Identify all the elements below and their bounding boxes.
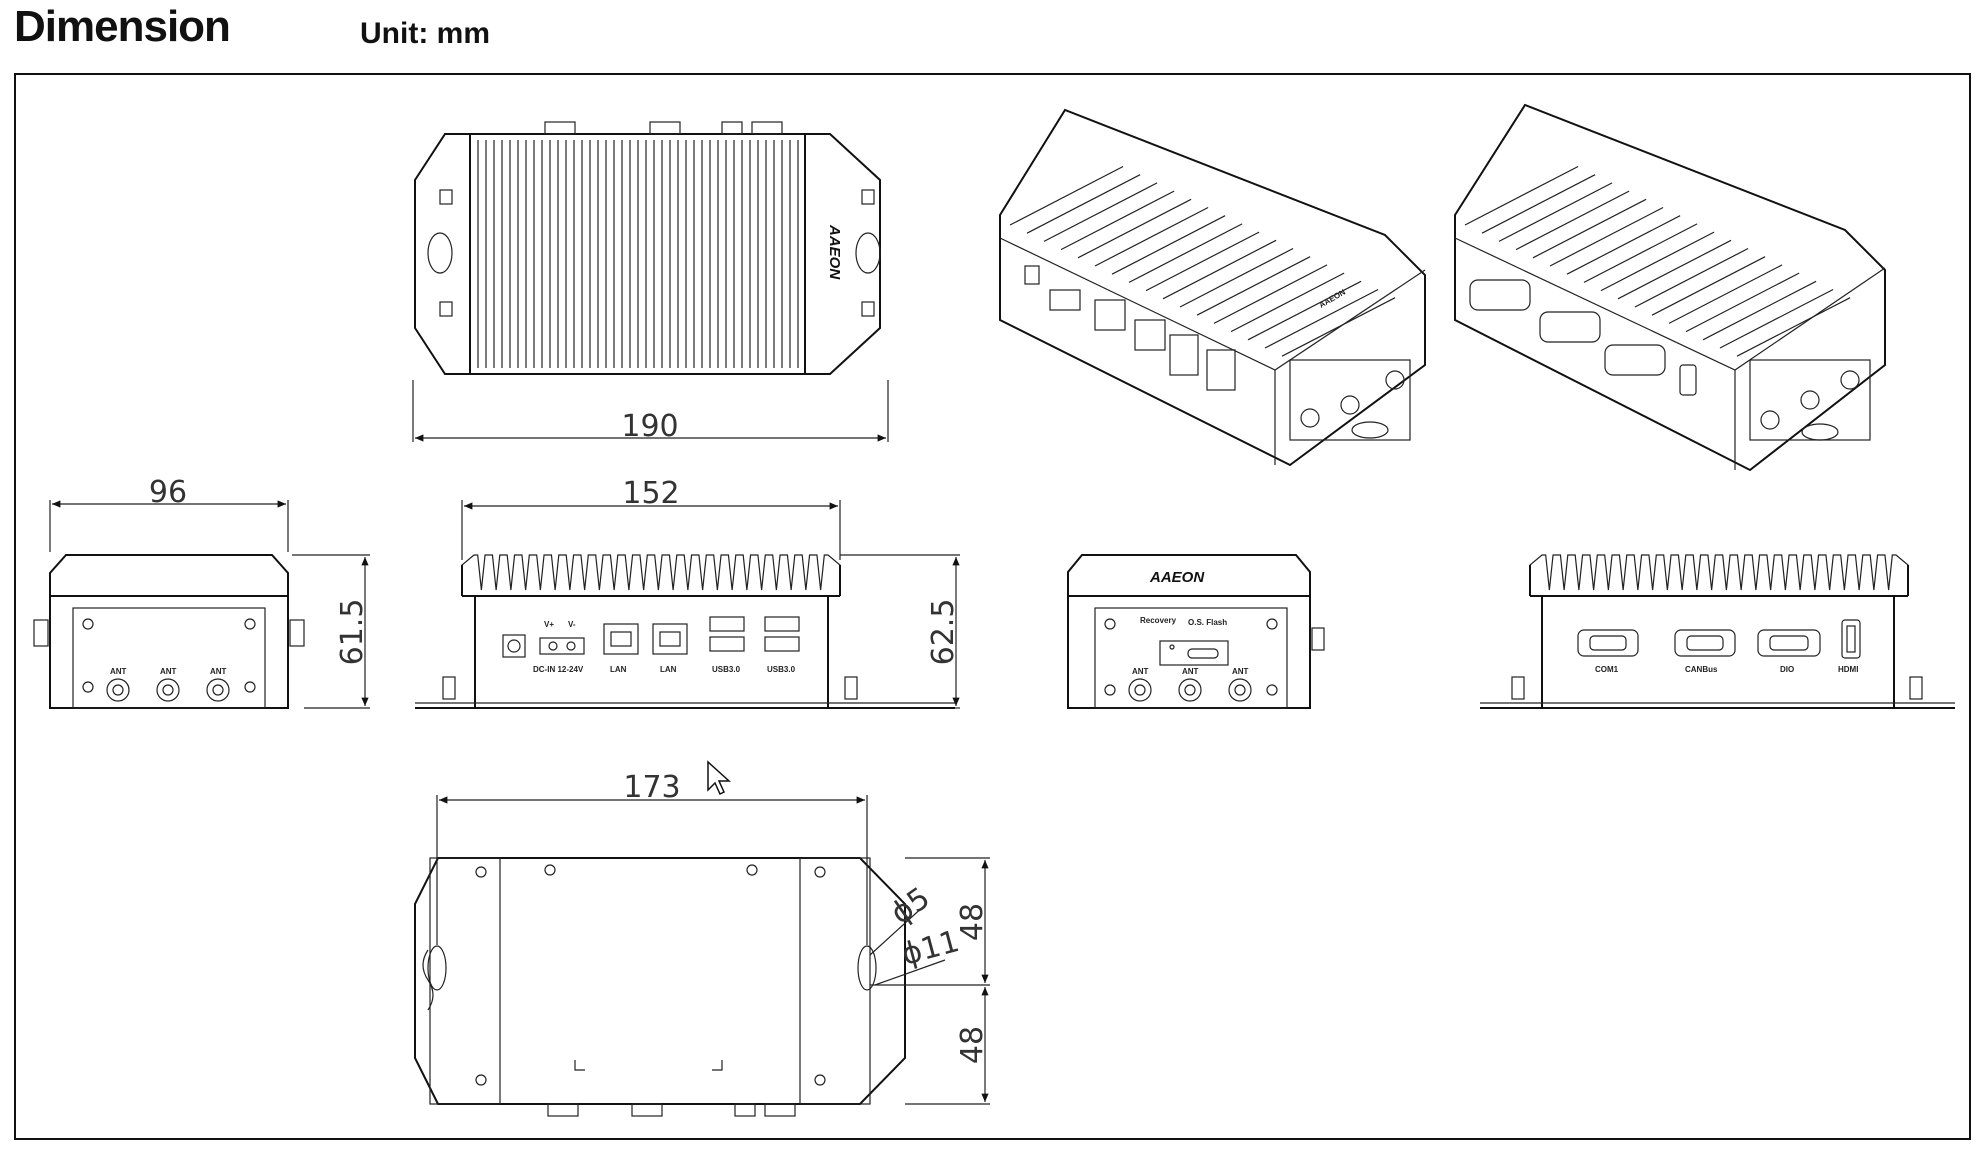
dim-height-61.5: 61.5 xyxy=(335,599,370,666)
front-view-io: V+ V- DC-IN 12-24V LAN LAN USB3.0 USB3.0… xyxy=(415,476,961,709)
mount-hole-left xyxy=(427,945,447,991)
dim-bottom-48-upper: 48 xyxy=(955,903,990,941)
usb-label-2: USB3.0 xyxy=(767,665,796,674)
side-view-antenna: ANT ANT ANT 96 61.5 xyxy=(33,475,370,709)
dio-label: DIO xyxy=(1780,665,1794,674)
antenna-label: ANT xyxy=(1232,667,1249,676)
lan1-port xyxy=(603,623,639,655)
unit-label: Unit: mm xyxy=(360,17,490,50)
dim-width-152: 152 xyxy=(622,476,679,511)
bottom-view: 173 ϕ5 ϕ11 48 48 xyxy=(414,770,990,1117)
usb-port-2 xyxy=(709,636,745,652)
dim-width-96: 96 xyxy=(149,475,187,510)
dio-port xyxy=(1757,629,1821,657)
dim-height-62.5: 62.5 xyxy=(926,599,961,666)
usb-port-3 xyxy=(764,616,800,632)
recovery-label: Recovery xyxy=(1140,616,1177,625)
brand-logo-iso1: AAEON xyxy=(1318,287,1348,309)
lan1-label: LAN xyxy=(610,665,627,674)
dc-in-label: DC-IN 12-24V xyxy=(533,665,584,674)
os-flash-panel xyxy=(1159,640,1229,666)
dim-hole-5: ϕ5 xyxy=(885,881,937,932)
v-plus-label: V+ xyxy=(544,620,554,629)
antenna-label: ANT xyxy=(210,667,227,676)
com1-port xyxy=(1577,629,1639,657)
canbus-label: CANBus xyxy=(1685,665,1718,674)
power-button xyxy=(502,634,526,658)
usb-label-1: USB3.0 xyxy=(712,665,741,674)
antenna-label: ANT xyxy=(1132,667,1149,676)
dim-hole-11: ϕ11 xyxy=(898,924,963,973)
page-title: Dimension xyxy=(14,2,231,51)
antenna-connector xyxy=(1228,678,1252,702)
side-view-recovery: AAEON Recovery O.S. Flash ANT ANT ANT xyxy=(1067,554,1325,709)
dim-width-173: 173 xyxy=(623,770,680,805)
brand-logo-side: AAEON xyxy=(1149,569,1205,586)
os-flash-label: O.S. Flash xyxy=(1188,618,1227,627)
canbus-port xyxy=(1674,629,1736,657)
lan2-port xyxy=(652,623,688,655)
usb-port-1 xyxy=(709,616,745,632)
recovery-button xyxy=(1169,644,1175,650)
power-icon xyxy=(507,639,521,653)
mount-hole-right xyxy=(857,945,877,991)
antenna-connector xyxy=(156,678,180,702)
antenna-connector xyxy=(106,678,130,702)
antenna-connector xyxy=(1128,678,1152,702)
dc-in-connector xyxy=(539,637,585,655)
brand-logo-top: AAEON xyxy=(826,224,843,280)
drawing-frame xyxy=(14,73,1971,1140)
antenna-label: ANT xyxy=(110,667,127,676)
com1-label: COM1 xyxy=(1595,665,1619,674)
rear-view-io: COM1 CANBus DIO HDMI xyxy=(1480,554,1955,709)
top-view: AAEON 190 xyxy=(412,121,889,444)
isometric-view-front: AAEON xyxy=(999,108,1426,467)
antenna-connector xyxy=(206,678,230,702)
antenna-label: ANT xyxy=(1182,667,1199,676)
usb-port-4 xyxy=(764,636,800,652)
dim-width-190: 190 xyxy=(621,409,678,444)
v-minus-label: V- xyxy=(568,620,576,629)
dim-bottom-48-lower: 48 xyxy=(955,1026,990,1064)
mouse-cursor-icon xyxy=(707,760,731,796)
hdmi-port xyxy=(1841,619,1861,659)
lan2-label: LAN xyxy=(660,665,677,674)
isometric-view-rear xyxy=(1454,103,1886,472)
os-flash-port xyxy=(1187,648,1219,659)
antenna-label: ANT xyxy=(160,667,177,676)
hdmi-label: HDMI xyxy=(1838,665,1858,674)
antenna-connector xyxy=(1178,678,1202,702)
